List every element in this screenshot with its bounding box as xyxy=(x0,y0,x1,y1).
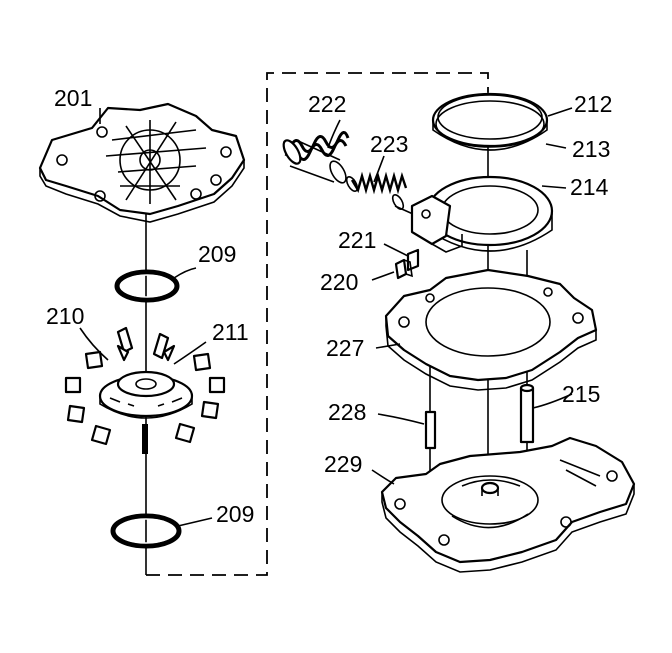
label-228: 228 xyxy=(328,399,366,425)
label-215: 215 xyxy=(562,381,600,407)
label-212: 212 xyxy=(574,91,612,117)
part-215-pin xyxy=(519,383,535,444)
leader-lines xyxy=(79,107,573,527)
part-212-213-seals xyxy=(431,92,549,151)
part-222-spring xyxy=(282,131,350,184)
part-227-frame xyxy=(384,268,598,391)
part-209-snap-ring-lower xyxy=(110,513,182,549)
label-209-lower: 209 xyxy=(216,501,254,527)
label-211: 211 xyxy=(212,319,249,345)
label-223: 223 xyxy=(370,131,408,157)
part-210-sprag-hub xyxy=(98,370,194,454)
label-221: 221 xyxy=(338,227,376,253)
part-229-case xyxy=(380,436,636,573)
label-222: 222 xyxy=(308,91,346,117)
label-220: 220 xyxy=(320,269,358,295)
label-209-upper: 209 xyxy=(198,241,236,267)
label-214: 214 xyxy=(570,174,609,200)
label-201: 201 xyxy=(54,85,92,111)
label-229: 229 xyxy=(324,451,362,477)
label-227: 227 xyxy=(326,335,364,361)
part-209-snap-ring-upper xyxy=(114,269,180,303)
part-211-sprag-elements xyxy=(64,326,226,446)
part-201-cover xyxy=(38,102,246,223)
part-220-clip xyxy=(394,258,413,280)
part-228-pin xyxy=(424,410,437,450)
assembly-bracket xyxy=(146,72,489,576)
part-214-piston-housing xyxy=(410,175,554,253)
part-223-spring xyxy=(345,171,408,211)
label-213: 213 xyxy=(572,136,610,162)
part-221-clip xyxy=(406,248,420,272)
label-210: 210 xyxy=(46,303,84,329)
